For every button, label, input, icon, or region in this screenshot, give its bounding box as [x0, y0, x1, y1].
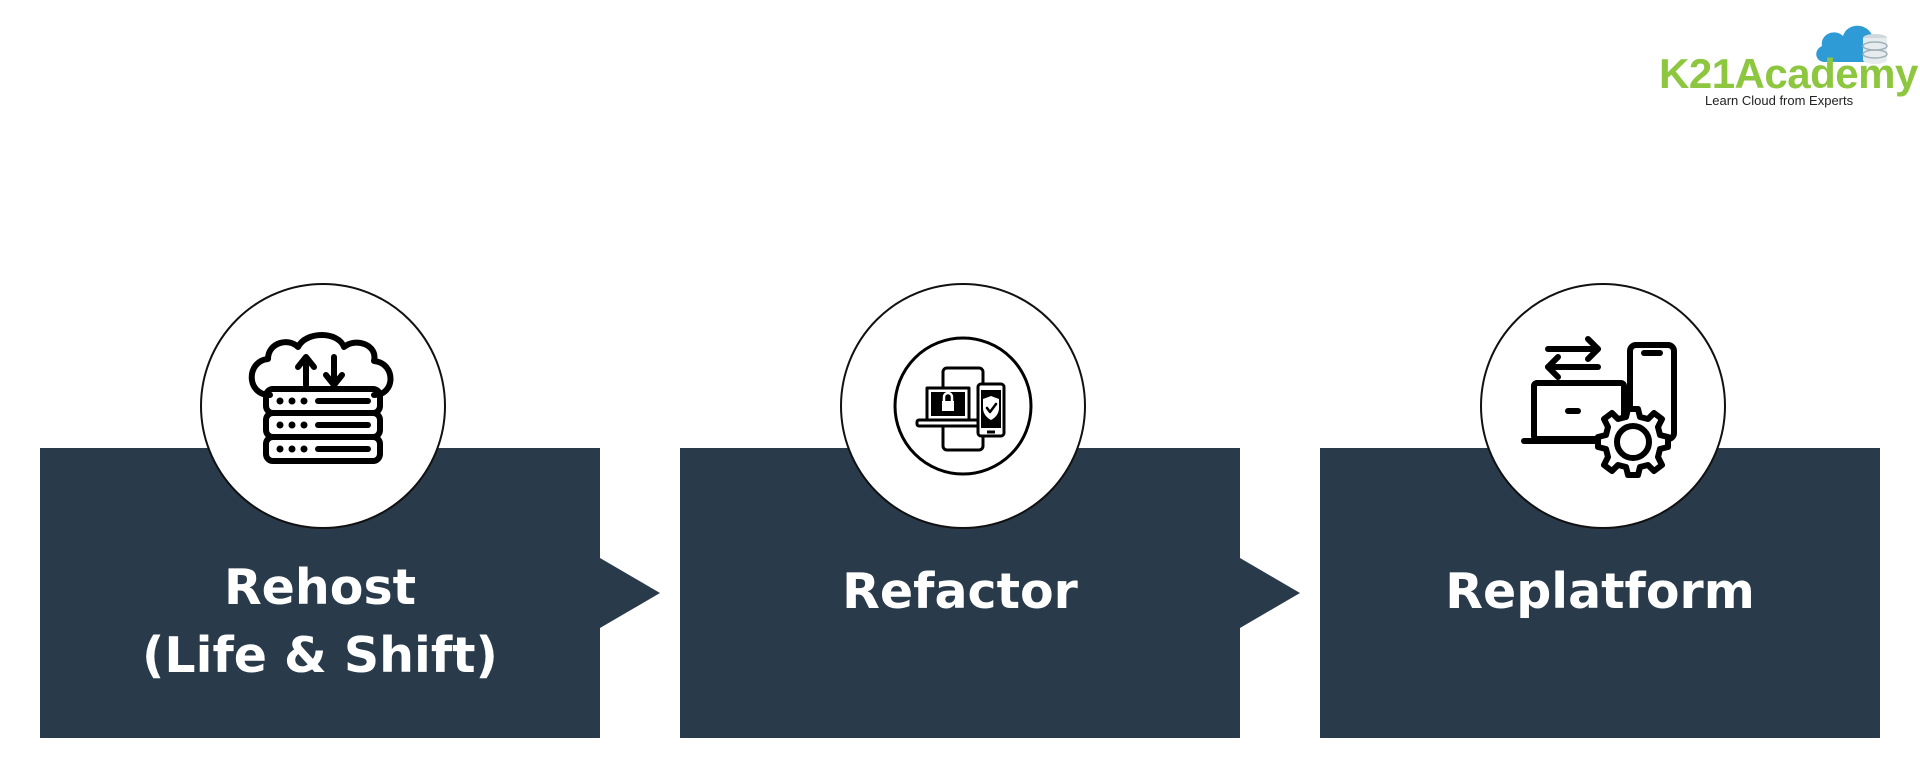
- step-refactor-badge: [840, 283, 1086, 529]
- step-rehost-label: Rehost (Life & Shift): [40, 554, 600, 690]
- arrow-right-icon: [600, 558, 660, 628]
- cloud-database-icon: [1816, 25, 1888, 64]
- step-refactor-label: Refactor: [842, 563, 1078, 620]
- laptop-phone-gear-icon: [1521, 336, 1677, 478]
- k21academy-logo: K21Academy Learn Cloud from Experts: [1655, 16, 1918, 111]
- logo-brand: K21Academy: [1659, 50, 1918, 97]
- step-replatform-badge: [1480, 283, 1726, 529]
- step-rehost-badge: [200, 283, 446, 529]
- step-rehost-line2: (Life & Shift): [142, 627, 498, 684]
- step-replatform-label: Replatform: [1445, 563, 1755, 620]
- secure-devices-icon: [893, 336, 1033, 476]
- step-refactor-panel: Refactor: [680, 448, 1300, 738]
- cloud-server-transfer-icon: [248, 332, 394, 464]
- step-rehost-line1: Rehost: [223, 559, 417, 616]
- arrow-right-icon: [1240, 558, 1300, 628]
- logo-tagline: Learn Cloud from Experts: [1705, 93, 1854, 108]
